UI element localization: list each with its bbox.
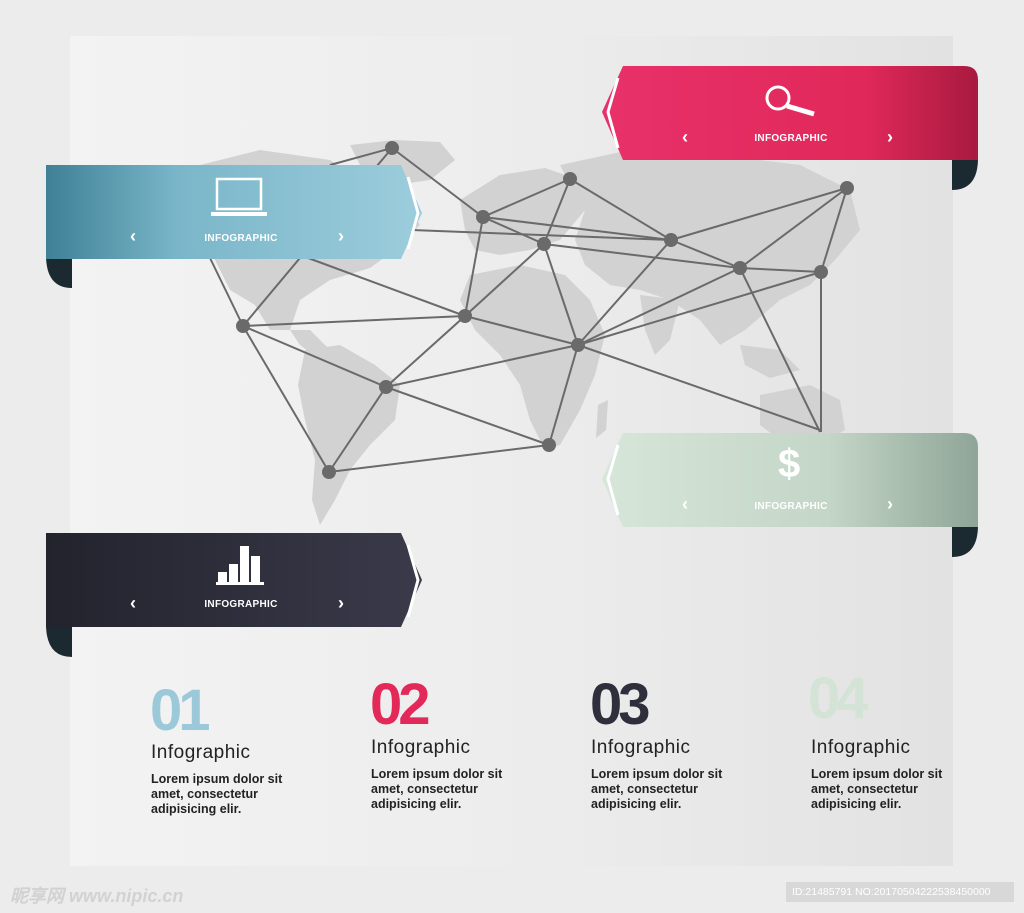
ribbon-red[interactable]: ‹ INFOGRAPHIC › bbox=[602, 66, 978, 192]
asia-shape bbox=[560, 150, 860, 345]
network-nodes bbox=[236, 141, 854, 479]
australia-shape bbox=[760, 385, 845, 445]
prev-arrow-icon[interactable]: ‹ bbox=[130, 226, 136, 246]
indonesia-shape bbox=[740, 345, 800, 378]
step-title: Infographic bbox=[151, 742, 251, 763]
next-arrow-icon[interactable]: › bbox=[887, 494, 893, 514]
ribbon-blue-label: INFOGRAPHIC bbox=[204, 233, 278, 244]
ribbon-green[interactable]: $ ‹ INFOGRAPHIC › bbox=[602, 433, 978, 559]
prev-arrow-icon[interactable]: ‹ bbox=[682, 127, 688, 147]
watermark-right: ID:21485791 NO:20170504222538450000 bbox=[786, 882, 1014, 902]
step-number: 01 bbox=[150, 678, 210, 743]
ribbon-red-label: INFOGRAPHIC bbox=[754, 133, 828, 144]
step-title: Infographic bbox=[591, 737, 691, 758]
step-title: Infographic bbox=[371, 737, 471, 758]
step-text: Lorem ipsum dolor sit amet, consectetur … bbox=[371, 767, 503, 811]
prev-arrow-icon[interactable]: ‹ bbox=[130, 593, 136, 613]
next-arrow-icon[interactable]: › bbox=[338, 226, 344, 246]
ribbon-red-shape bbox=[602, 66, 978, 190]
madagascar-shape bbox=[596, 400, 608, 438]
step-text: Lorem ipsum dolor sit amet, consectetur … bbox=[151, 772, 283, 816]
ribbon-dark[interactable]: ‹ INFOGRAPHIC › bbox=[46, 532, 422, 659]
bar-chart-icon bbox=[216, 546, 264, 585]
prev-arrow-icon[interactable]: ‹ bbox=[682, 494, 688, 514]
dollar-icon: $ bbox=[778, 442, 801, 486]
step-number: 03 bbox=[590, 672, 650, 737]
step-title: Infographic bbox=[811, 737, 911, 758]
ribbon-blue[interactable]: ‹ INFOGRAPHIC › bbox=[46, 163, 422, 290]
step-text: Lorem ipsum dolor sit amet, consectetur … bbox=[811, 767, 943, 811]
south-america-shape bbox=[298, 345, 400, 525]
laptop-icon bbox=[211, 177, 267, 216]
ribbon-dark-label: INFOGRAPHIC bbox=[204, 599, 278, 610]
watermark-left: 昵享网 www.nipic.cn bbox=[10, 886, 184, 906]
magnifier-icon bbox=[765, 85, 815, 117]
step-number: 02 bbox=[370, 672, 430, 737]
step-text: Lorem ipsum dolor sit amet, consectetur … bbox=[591, 767, 723, 811]
ribbon-green-shape bbox=[602, 433, 978, 557]
ribbon-green-label: INFOGRAPHIC bbox=[754, 501, 828, 512]
africa-shape bbox=[460, 265, 605, 450]
step-number: 04 bbox=[808, 666, 868, 731]
network-lines bbox=[209, 147, 848, 473]
next-arrow-icon[interactable]: › bbox=[338, 593, 344, 613]
next-arrow-icon[interactable]: › bbox=[887, 127, 893, 147]
